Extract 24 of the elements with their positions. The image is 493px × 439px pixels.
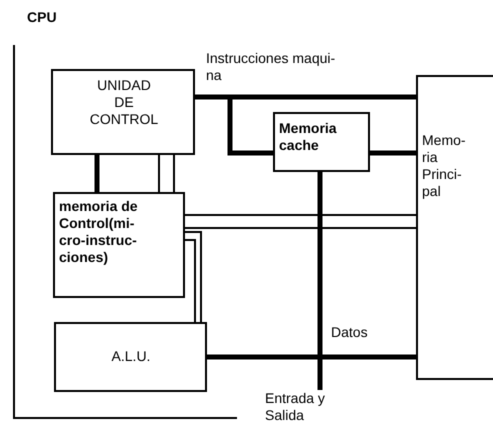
control-memory-box: [53, 192, 185, 298]
bus-line: [94, 155, 100, 192]
connector-line: [185, 227, 416, 229]
edge-label: Datos: [331, 324, 369, 341]
bus-line: [370, 150, 416, 156]
bus-line: [207, 354, 416, 360]
connector-line: [185, 231, 202, 322]
section-title: CPU: [27, 9, 57, 26]
box-label: UNIDAD DE CONTROL: [88, 77, 160, 128]
edge-label: Instrucciones maqui- na: [206, 50, 336, 84]
box-label: Memoria cache: [279, 120, 338, 154]
connector-line: [185, 239, 196, 322]
box-label: A.L.U.: [110, 348, 152, 365]
bus-line: [318, 172, 322, 390]
box-label: Memo- ria Princi- pal: [422, 132, 467, 200]
connector-line: [173, 155, 175, 192]
main-memory-box: [416, 75, 493, 380]
control-unit-box: [51, 69, 195, 155]
cache-memory-box: [273, 112, 370, 172]
connector-line: [158, 155, 160, 192]
alu-box: [54, 322, 207, 392]
io-label: Entrada y Salida: [265, 390, 355, 430]
connector-line: [185, 214, 416, 216]
box-label: memoria de Control(mi- cro-instruc- ciones): [59, 198, 139, 266]
